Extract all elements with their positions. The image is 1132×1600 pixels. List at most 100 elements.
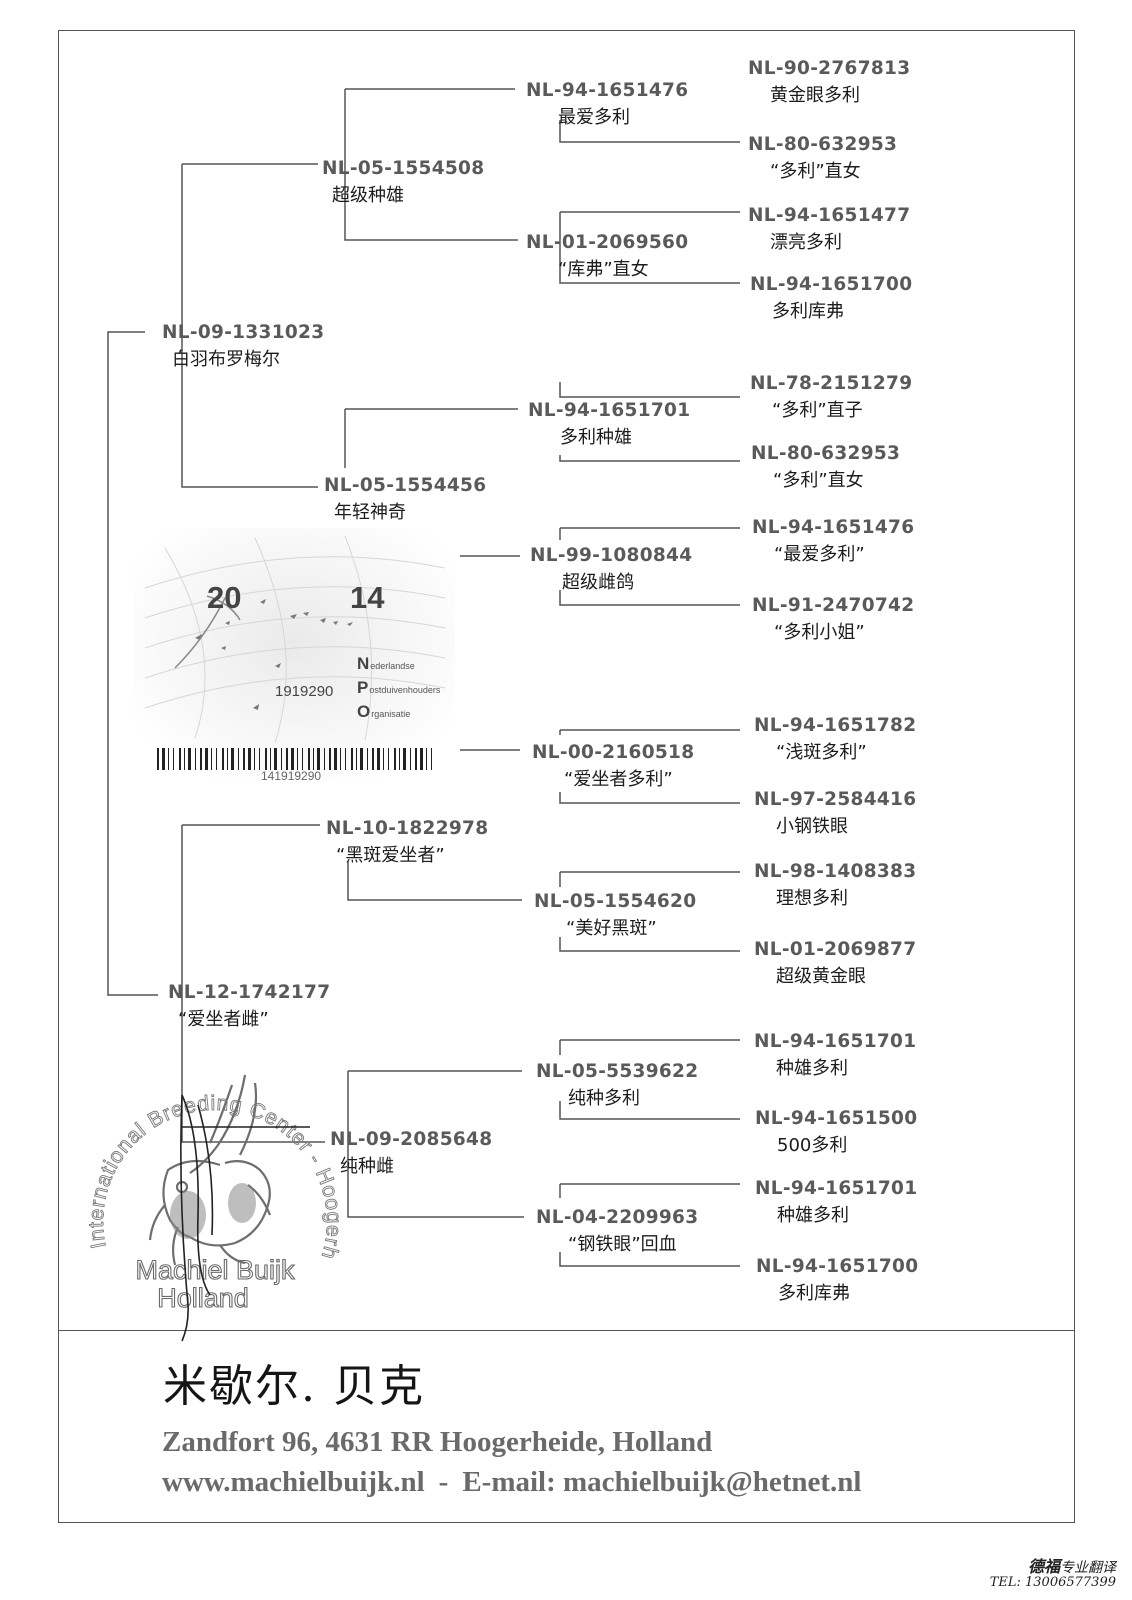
website-link[interactable]: www.machielbuijk.nl xyxy=(162,1466,425,1498)
great-grandparent: NL-99-1080844 超级雌鸽 xyxy=(530,545,692,596)
barcode-bar xyxy=(200,748,202,770)
barcode-bar xyxy=(179,748,181,770)
ring-number: NL-98-1408383 xyxy=(754,861,917,882)
barcode-bar xyxy=(340,748,341,770)
great-grandparent: NL-94-1651701 多利种雄 xyxy=(528,400,690,451)
great-great-grandparent: NL-94-1651500 500多利 xyxy=(755,1108,917,1159)
great-great-grandparent: NL-94-1651700 多利库弗 xyxy=(756,1256,918,1307)
barcode-bar xyxy=(415,748,417,770)
barcode-bar xyxy=(317,748,320,770)
sire: NL-09-1331023 白羽布罗梅尔 xyxy=(162,322,324,373)
ring-number: NL-09-1331023 xyxy=(162,322,325,343)
barcode-number: 141919290 xyxy=(261,769,322,783)
bird-name: 多利种雄 xyxy=(560,427,632,448)
barcode-bar xyxy=(248,748,251,770)
ring-number: NL-94-1651700 xyxy=(756,1256,919,1277)
ring-number: NL-80-632953 xyxy=(751,443,901,464)
great-great-grandparent: NL-80-632953 “多利”直女 xyxy=(751,443,900,494)
barcode-bar xyxy=(238,748,239,770)
barcode-bar xyxy=(173,748,174,770)
contact-separator: - xyxy=(438,1466,449,1498)
barcode-bar xyxy=(334,748,337,770)
email-link[interactable]: E-mail: machielbuijk@hetnet.nl xyxy=(462,1466,862,1498)
bird-name: 超级黄金眼 xyxy=(776,966,866,987)
ring-number: NL-94-1651476 xyxy=(526,80,689,101)
ring-number: NL-05-1554620 xyxy=(534,891,697,912)
ring-number: NL-94-1651701 xyxy=(754,1031,917,1052)
barcode-bar xyxy=(360,748,363,770)
ring-number: NL-10-1822978 xyxy=(326,818,489,839)
bird-name: 多利库弗 xyxy=(778,1283,850,1304)
barcode-bar xyxy=(410,748,411,770)
barcode-bar xyxy=(205,748,208,770)
great-great-grandparent: NL-78-2151279 “多利”直子 xyxy=(750,373,912,424)
npo-word: ostduivenhouders xyxy=(369,685,441,695)
barcode-bar xyxy=(431,748,432,770)
bird-name: 纯种多利 xyxy=(568,1088,640,1109)
barcode-bar xyxy=(222,748,224,770)
great-great-grandparent: NL-90-2767813 黄金眼多利 xyxy=(748,58,910,109)
npo-initial: O xyxy=(357,702,371,721)
ring-number: NL-94-1651477 xyxy=(748,205,911,226)
ring-number: NL-94-1651701 xyxy=(528,400,691,421)
barcode-bar xyxy=(345,748,346,770)
barcode-bar xyxy=(265,748,267,770)
barcode-bar xyxy=(383,748,384,770)
great-great-grandparent: NL-94-1651701 种雄多利 xyxy=(755,1178,917,1229)
ring-number: NL-05-5539622 xyxy=(536,1061,699,1082)
bird-name: 500多利 xyxy=(777,1135,848,1156)
barcode-bar xyxy=(420,748,423,770)
great-great-grandparent: NL-94-1651700 多利库弗 xyxy=(750,274,912,325)
npo-word: ederlandse xyxy=(370,661,415,671)
bird-name: “多利”直女 xyxy=(773,470,864,491)
barcode-bar xyxy=(313,748,314,770)
ring-number: NL-91-2470742 xyxy=(752,595,915,616)
barcode-bar xyxy=(291,748,294,770)
npo-line: Organisatie xyxy=(357,702,410,722)
barcode-bar xyxy=(377,748,380,770)
barcode-bar xyxy=(211,748,212,770)
translator-phone: TEL: 13006577399 xyxy=(989,1575,1116,1590)
page-frame xyxy=(58,30,1075,1523)
bird-name: 理想多利 xyxy=(776,888,848,909)
barcode-bar xyxy=(367,748,368,770)
barcode-bar xyxy=(308,748,310,770)
bird-name: 漂亮多利 xyxy=(770,232,842,253)
npo-initial: P xyxy=(357,678,369,697)
barcode-bar xyxy=(216,748,217,770)
bird-name: “爱坐者多利” xyxy=(564,769,673,790)
barcode-bar xyxy=(270,748,271,770)
bird-name: “美好黑斑” xyxy=(566,918,657,939)
ring-card-year-left: 20 xyxy=(207,580,242,615)
breeding-center-stamp: International Breeding Center - Hoogerhe… xyxy=(70,1045,345,1342)
ring-number: NL-80-632953 xyxy=(748,134,898,155)
great-grandparent: NL-00-2160518 “爱坐者多利” xyxy=(532,742,694,793)
ring-number: NL-97-2584416 xyxy=(754,789,917,810)
great-great-grandparent: NL-01-2069877 超级黄金眼 xyxy=(754,939,916,990)
barcode-bar xyxy=(399,748,400,770)
translator-brand-name: 德福 xyxy=(1027,1557,1060,1576)
great-great-grandparent: NL-94-1651476 “最爱多利” xyxy=(752,517,914,568)
grandparent: NL-09-2085648 纯种雌 xyxy=(330,1129,492,1180)
great-great-grandparent: NL-80-632953 “多利”直女 xyxy=(748,134,897,185)
bird-name: “最爱多利” xyxy=(774,544,865,565)
ring-card-year-right: 14 xyxy=(350,580,385,615)
barcode-bar xyxy=(426,748,427,770)
bird-name: “浅斑多利” xyxy=(776,742,867,763)
barcode xyxy=(157,748,432,770)
stamp-name-line2: Holland xyxy=(157,1283,249,1313)
npo-word: rganisatie xyxy=(371,709,411,719)
barcode-bar xyxy=(227,748,228,770)
ring-card-background xyxy=(135,528,455,783)
ring-number: NL-01-2069877 xyxy=(754,939,917,960)
bird-name: “多利小姐” xyxy=(774,622,865,643)
barcode-bar xyxy=(356,748,357,770)
barcode-bar xyxy=(157,748,159,770)
great-great-grandparent: NL-94-1651701 种雄多利 xyxy=(754,1031,916,1082)
great-grandparent: NL-05-5539622 纯种多利 xyxy=(536,1061,698,1112)
dam: NL-12-1742177 “爱坐者雌” xyxy=(168,982,330,1033)
bird-name: “黑斑爱坐者” xyxy=(336,845,445,866)
bird-name: 纯种雌 xyxy=(340,1156,394,1177)
stamp-name-line1: Machiel Buijk xyxy=(135,1255,295,1285)
